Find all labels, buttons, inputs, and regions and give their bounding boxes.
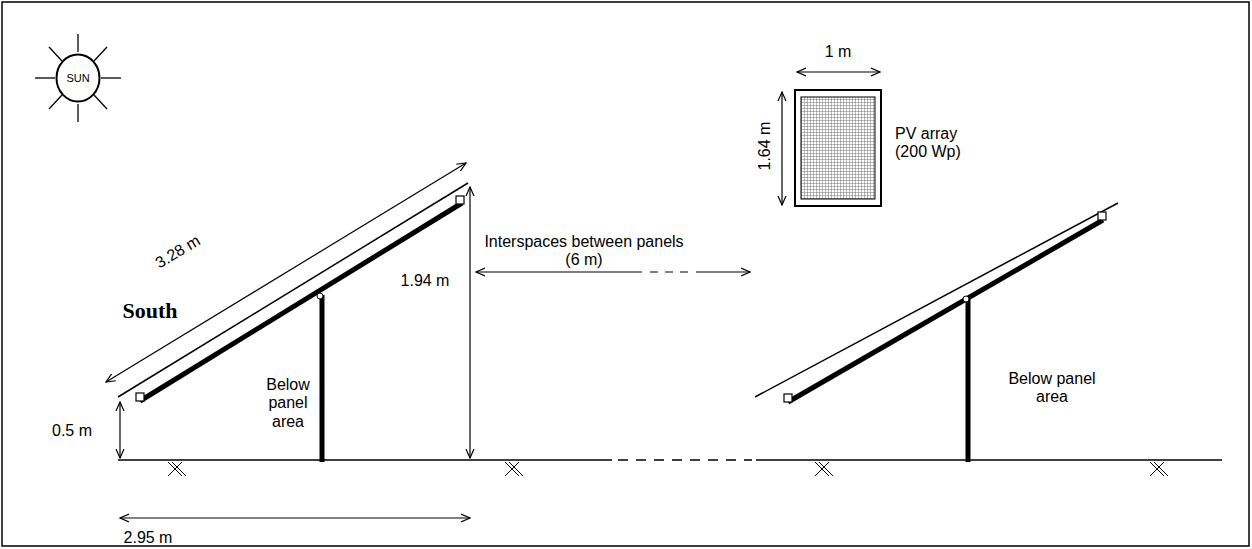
right-panel bbox=[755, 203, 1118, 462]
ground-line bbox=[118, 459, 1222, 460]
dimension-label: 1 m bbox=[808, 43, 868, 61]
direction-label: South bbox=[90, 298, 210, 324]
dimension-label: 1.94 m bbox=[385, 272, 465, 290]
dimension-label: 3.28 m bbox=[135, 221, 222, 283]
pv-module bbox=[795, 90, 881, 206]
sun-rays bbox=[35, 34, 121, 122]
ground-marks bbox=[168, 462, 1168, 476]
dimension-label: 0.5 m bbox=[37, 422, 107, 440]
dimension-arrows bbox=[106, 72, 880, 518]
sun-label: SUN bbox=[66, 72, 89, 84]
dimension-label: 1.64 m bbox=[756, 106, 774, 186]
dimension-label: 2.95 m bbox=[108, 529, 188, 547]
module-label: PV array (200 Wp) bbox=[895, 125, 975, 162]
area-label: Below panel area bbox=[260, 376, 316, 431]
area-label: Below panel area bbox=[1002, 370, 1102, 407]
spacing-label: Interspaces between panels (6 m) bbox=[484, 233, 684, 270]
sun-circle: SUN bbox=[55, 53, 101, 103]
